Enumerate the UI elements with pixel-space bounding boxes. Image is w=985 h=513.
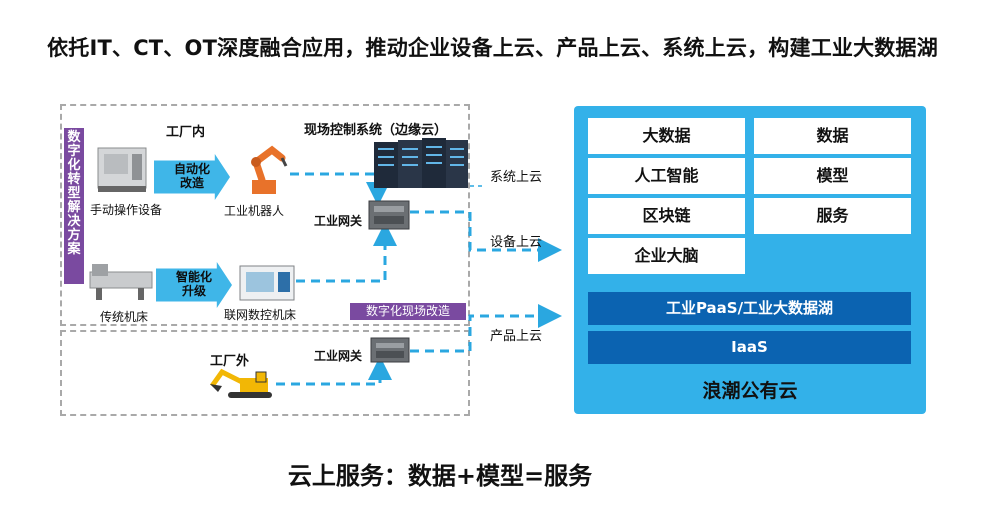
- equipment-cloud-label: 设备上云: [490, 235, 543, 250]
- factory-outside-label: 工厂外: [210, 354, 250, 369]
- product-cloud-label: 产品上云: [490, 329, 543, 344]
- lathe-icon: [89, 264, 153, 300]
- gateway-icon-2: [370, 337, 410, 363]
- paas-layer: 工业PaaS/工业大数据湖: [588, 292, 911, 325]
- cloud-name: 浪潮公有云: [702, 380, 798, 402]
- cloud-cell-data: 数据: [754, 118, 911, 154]
- gateway-label-1: 工业网关: [314, 214, 363, 228]
- automation-arrow: 自动化 改造: [154, 154, 230, 200]
- cnc-label: 联网数控机床: [224, 308, 297, 322]
- page-title: 依托IT、CT、OT深度融合应用，推动企业设备上云、产品上云、系统上云，构建工业…: [47, 36, 938, 60]
- cloud-cell-blockchain: 区块链: [588, 198, 745, 234]
- public-cloud-panel: 大数据 数据 人工智能 模型 区块链 服务 企业大脑 工业PaaS/工业大数据湖…: [574, 106, 926, 414]
- gateway-label-2: 工业网关: [314, 349, 363, 363]
- factory-outside-box: [60, 330, 470, 416]
- edge-system-label: 现场控制系统（边缘云）: [304, 123, 448, 138]
- cnc-machine-icon: [239, 265, 295, 301]
- cloud-cell-service: 服务: [754, 198, 911, 234]
- intelligent-arrow: 智能化 升级: [156, 262, 232, 308]
- field-transformation-tag: 数字化现场改造: [350, 303, 466, 320]
- digital-transformation-label: 数字化 转型解 决方案: [64, 128, 84, 284]
- server-rack-icon: [374, 138, 468, 188]
- lathe-label: 传统机床: [100, 310, 149, 324]
- cloud-cell-enterprise-brain: 企业大脑: [588, 238, 745, 274]
- iaas-layer: IaaS: [588, 331, 911, 364]
- system-cloud-label: 系统上云: [490, 170, 543, 185]
- excavator-icon: [209, 368, 272, 398]
- cloud-cell-model: 模型: [754, 158, 911, 194]
- gateway-icon-1: [368, 200, 410, 230]
- factory-inside-label: 工厂内: [166, 125, 206, 140]
- cloud-cell-ai: 人工智能: [588, 158, 745, 194]
- robot-label: 工业机器人: [224, 204, 285, 218]
- footer-formula: 云上服务：数据+模型=服务: [287, 462, 593, 490]
- manual-machine-icon: [97, 147, 147, 192]
- manual-equipment-label: 手动操作设备: [90, 203, 163, 217]
- robot-arm-icon: [251, 145, 288, 194]
- cloud-cell-big-data: 大数据: [588, 118, 745, 154]
